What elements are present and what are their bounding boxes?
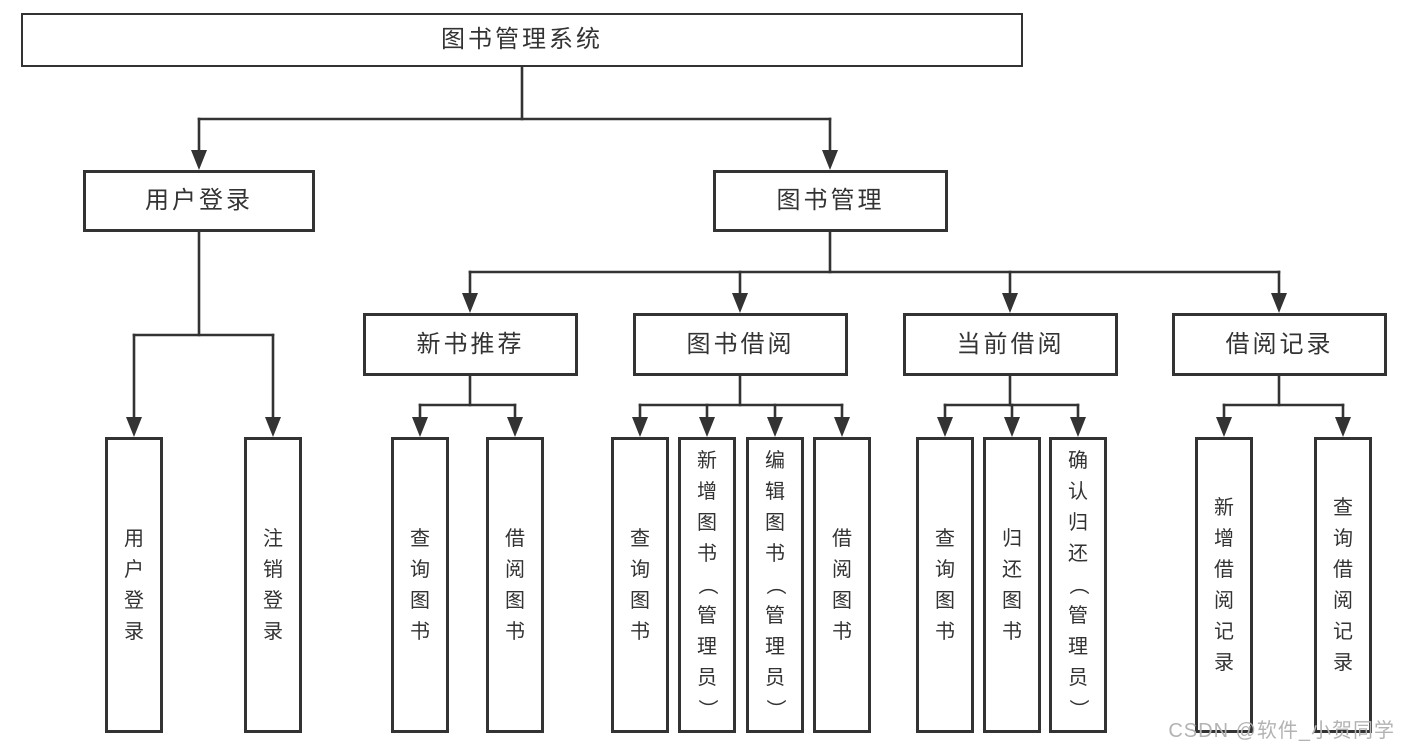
- node-label: 新增借阅记录: [1214, 496, 1234, 674]
- node-book-borrowing: 图书借阅: [633, 313, 848, 376]
- node-label: 确认归还（管理员）: [1067, 450, 1089, 719]
- node-label: 查询图书: [935, 527, 955, 643]
- node-label: 归还图书: [1002, 527, 1022, 643]
- leaf-logout: 注销登录: [244, 437, 302, 733]
- leaf-edit-books-admin: 编辑图书（管理员）: [746, 437, 804, 733]
- node-label: 借阅图书: [832, 527, 852, 643]
- leaf-borrow-books-1: 借阅图书: [486, 437, 544, 733]
- node-new-book-recommend: 新书推荐: [363, 313, 578, 376]
- node-book-management: 图书管理: [713, 170, 948, 232]
- leaf-user-login: 用户登录: [105, 437, 163, 733]
- leaf-query-borrow-record: 查询借阅记录: [1314, 437, 1372, 733]
- leaf-query-books-1: 查询图书: [391, 437, 449, 733]
- leaf-query-books-3: 查询图书: [916, 437, 974, 733]
- node-label: 图书管理: [776, 187, 885, 214]
- node-label: 新增图书（管理员）: [696, 450, 718, 719]
- node-label: 用户登录: [145, 187, 253, 214]
- node-label: 新书推荐: [416, 330, 525, 358]
- leaf-confirm-return-admin: 确认归还（管理员）: [1049, 437, 1107, 733]
- node-label: 查询图书: [630, 527, 650, 643]
- leaf-query-books-2: 查询图书: [611, 437, 669, 733]
- node-library-management-system: 图书管理系统: [21, 13, 1023, 67]
- node-label: 查询借阅记录: [1333, 496, 1353, 674]
- leaf-add-books-admin: 新增图书（管理员）: [678, 437, 736, 733]
- leaf-return-books: 归还图书: [983, 437, 1041, 733]
- node-label: 用户登录: [124, 527, 144, 643]
- node-label: 注销登录: [263, 527, 283, 643]
- csdn-watermark: CSDN @软件_小贺同学: [1168, 720, 1395, 742]
- node-label: 查询图书: [410, 527, 430, 643]
- node-label: 借阅图书: [505, 527, 525, 643]
- node-label: 图书借阅: [686, 330, 795, 358]
- node-label: 当前借阅: [956, 330, 1065, 358]
- node-current-borrowing: 当前借阅: [903, 313, 1118, 376]
- leaf-add-borrow-record: 新增借阅记录: [1195, 437, 1253, 733]
- node-borrowing-records: 借阅记录: [1172, 313, 1387, 376]
- node-label: 借阅记录: [1225, 330, 1334, 358]
- node-label: 编辑图书（管理员）: [764, 450, 786, 719]
- leaf-borrow-books-2: 借阅图书: [813, 437, 871, 733]
- node-label: 图书管理系统: [441, 26, 603, 53]
- node-user-login: 用户登录: [83, 170, 315, 232]
